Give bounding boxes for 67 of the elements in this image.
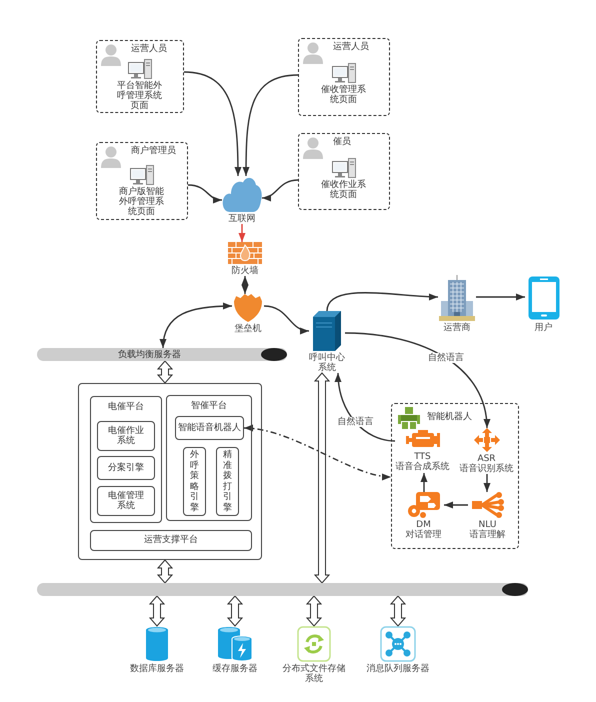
hollow-double-arrow <box>156 360 174 384</box>
box-heading: 商户管理员 <box>131 146 176 156</box>
module-box: 电催管理系统 <box>97 486 155 516</box>
module-box: 分案引擎 <box>97 456 155 480</box>
icon-label: DM 对话管理 <box>404 520 442 540</box>
icon-label: 用户 <box>534 323 554 333</box>
arrow <box>262 179 298 201</box>
arrow <box>188 184 222 203</box>
bus-bar <box>37 583 528 596</box>
dashed-group-box <box>391 403 519 549</box>
icon-label: 互联网 <box>228 214 256 224</box>
edge-label: 自然语言 <box>336 417 374 427</box>
arrow <box>326 292 438 312</box>
hollow-double-arrow <box>390 595 406 627</box>
box-text: 商户版智能外呼管理系统页面 <box>118 187 164 217</box>
icon-label: ASR 语音识别系统 <box>458 454 514 474</box>
arrow <box>238 224 246 242</box>
bar-label: 负载均衡服务器 <box>118 350 181 360</box>
box-text: 催收管理系统页面 <box>320 85 366 105</box>
arrow <box>264 305 310 334</box>
icon-label: 运营商 <box>442 323 472 333</box>
icon-label: NLU 语言理解 <box>468 520 506 540</box>
box-heading: 运营人员 <box>333 42 369 52</box>
hollow-double-arrow <box>156 559 174 584</box>
hollow-double-arrow <box>148 595 166 627</box>
icon-label: 缓存服务器 <box>212 664 258 674</box>
icon-label: TTS 语音合成系统 <box>394 452 450 472</box>
box-heading: 智能机器人 <box>427 412 472 422</box>
box-text: 催收作业系统页面 <box>320 180 366 200</box>
outline-box <box>78 383 262 560</box>
arrow <box>335 372 396 442</box>
icon-label: 数据库服务器 <box>130 664 184 674</box>
arrow <box>242 74 298 176</box>
dash-dot-arrow <box>244 425 392 480</box>
dashed-group-box <box>298 133 390 210</box>
platform-box <box>90 396 162 523</box>
module-box: 电催作业系统 <box>97 421 155 451</box>
arrow <box>484 474 490 492</box>
icon-label: 呼叫中心系统 <box>309 353 345 373</box>
icon-label: 分布式文件存储系统 <box>282 664 346 684</box>
box-heading: 运营人员 <box>131 44 167 54</box>
dashed-group-box <box>96 40 184 113</box>
dashed-group-box <box>298 38 390 116</box>
platform-box <box>166 395 252 521</box>
box-text: 平台智能外呼管理系统页面 <box>116 81 162 111</box>
module-box: 精准拨打引擎 <box>216 447 239 516</box>
module-box: 智能语音机器人 <box>175 416 244 440</box>
arrow <box>344 332 490 428</box>
icon-label: 防火墙 <box>230 266 260 276</box>
dashed-group-box <box>96 142 188 220</box>
hollow-double-arrow <box>314 372 330 584</box>
double-arrow <box>160 302 232 348</box>
box-heading: 电催平台 <box>107 402 145 412</box>
hollow-double-arrow <box>226 595 244 627</box>
arrow <box>444 502 468 508</box>
box-heading: 智催平台 <box>190 401 228 411</box>
arrow <box>476 294 525 300</box>
icon-label: 消息队列服务器 <box>366 664 430 674</box>
module-box: 外呼策略引擎 <box>183 447 206 516</box>
icon-label: 堡垒机 <box>234 324 262 334</box>
box-heading: 催员 <box>333 137 351 147</box>
double-arrow <box>242 276 248 294</box>
arrow <box>184 71 242 176</box>
hollow-double-arrow <box>306 595 322 627</box>
module-box: 运营支撑平台 <box>90 530 252 551</box>
edge-label: 自然语言 <box>427 353 465 363</box>
arrow <box>420 473 428 492</box>
